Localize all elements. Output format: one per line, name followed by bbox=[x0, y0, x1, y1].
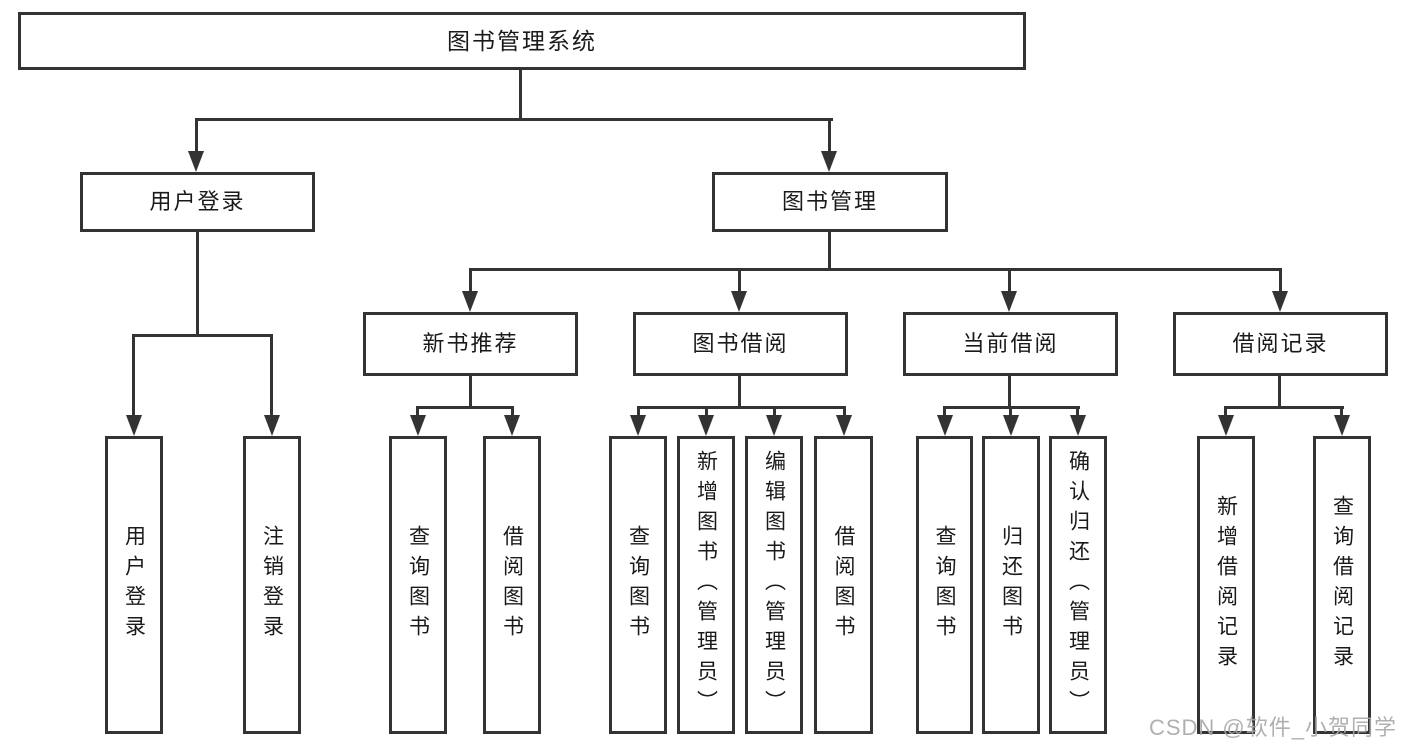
connector-line bbox=[416, 406, 514, 409]
connector-line bbox=[637, 406, 846, 409]
watermark: CSDN @软件_小贺同学 bbox=[1148, 715, 1397, 740]
connector-line bbox=[828, 118, 831, 153]
node-book-management: 图书管理 bbox=[712, 172, 948, 232]
arrow-down-icon bbox=[698, 415, 714, 436]
leaf-add-book-admin: 新增图书（管理员） bbox=[677, 436, 735, 734]
node-borrow-records: 借阅记录 bbox=[1173, 312, 1388, 376]
arrow-down-icon bbox=[188, 151, 204, 172]
arrow-down-icon bbox=[766, 415, 782, 436]
connector-line bbox=[637, 406, 640, 416]
connector-line bbox=[270, 334, 273, 415]
leaf-edit-book-admin: 编辑图书（管理员） bbox=[745, 436, 803, 734]
connector-line bbox=[469, 268, 1282, 271]
arrow-down-icon bbox=[462, 291, 478, 312]
connector-line bbox=[1279, 268, 1282, 291]
connector-line bbox=[705, 406, 708, 416]
leaf-query-borrow-record: 查询借阅记录 bbox=[1313, 436, 1371, 734]
connector-line bbox=[1340, 406, 1343, 416]
connector-line bbox=[1009, 406, 1012, 416]
arrow-down-icon bbox=[937, 415, 953, 436]
arrow-down-icon bbox=[126, 415, 142, 436]
connector-line bbox=[1076, 406, 1079, 416]
arrow-down-icon bbox=[821, 151, 837, 172]
node-new-book-recommend: 新书推荐 bbox=[363, 312, 578, 376]
node-current-borrow: 当前借阅 bbox=[903, 312, 1118, 376]
arrow-down-icon bbox=[1334, 415, 1350, 436]
connector-line bbox=[773, 406, 776, 416]
leaf-query-books-2: 查询图书 bbox=[609, 436, 667, 734]
leaf-user-login: 用户登录 bbox=[105, 436, 163, 734]
connector-line bbox=[519, 68, 522, 120]
leaf-query-books-3: 查询图书 bbox=[916, 436, 973, 734]
connector-line bbox=[196, 232, 199, 337]
connector-line bbox=[132, 334, 135, 415]
leaf-borrow-books-1: 借阅图书 bbox=[483, 436, 541, 734]
leaf-borrow-books-2: 借阅图书 bbox=[814, 436, 873, 734]
arrow-down-icon bbox=[264, 415, 280, 436]
arrow-down-icon bbox=[1070, 415, 1086, 436]
leaf-add-borrow-record: 新增借阅记录 bbox=[1197, 436, 1255, 734]
connector-line bbox=[738, 376, 741, 409]
connector-line bbox=[195, 118, 833, 121]
arrow-down-icon bbox=[630, 415, 646, 436]
connector-line bbox=[1224, 406, 1344, 409]
arrow-down-icon bbox=[1001, 291, 1017, 312]
arrow-down-icon bbox=[1272, 291, 1288, 312]
connector-line bbox=[943, 406, 946, 416]
connector-line bbox=[416, 406, 419, 416]
connector-line bbox=[132, 334, 273, 337]
connector-line bbox=[195, 118, 198, 153]
node-user-login: 用户登录 bbox=[80, 172, 315, 232]
leaf-return-book: 归还图书 bbox=[982, 436, 1040, 734]
leaf-query-books-1: 查询图书 bbox=[389, 436, 447, 734]
connector-line bbox=[1224, 406, 1227, 416]
arrow-down-icon bbox=[410, 415, 426, 436]
node-root: 图书管理系统 bbox=[18, 12, 1026, 70]
connector-line bbox=[843, 406, 846, 416]
connector-line bbox=[1278, 376, 1281, 409]
arrow-down-icon bbox=[731, 291, 747, 312]
connector-line bbox=[511, 406, 514, 416]
connector-line bbox=[738, 268, 741, 291]
arrow-down-icon bbox=[836, 415, 852, 436]
arrow-down-icon bbox=[1003, 415, 1019, 436]
leaf-confirm-return-admin: 确认归还（管理员） bbox=[1049, 436, 1107, 734]
arrow-down-icon bbox=[1218, 415, 1234, 436]
node-book-borrow: 图书借阅 bbox=[633, 312, 848, 376]
connector-line bbox=[469, 268, 472, 291]
connector-line bbox=[828, 232, 831, 271]
connector-line bbox=[1008, 268, 1011, 291]
connector-line bbox=[1008, 376, 1011, 409]
arrow-down-icon bbox=[504, 415, 520, 436]
leaf-logout: 注销登录 bbox=[243, 436, 301, 734]
connector-line bbox=[469, 376, 472, 409]
